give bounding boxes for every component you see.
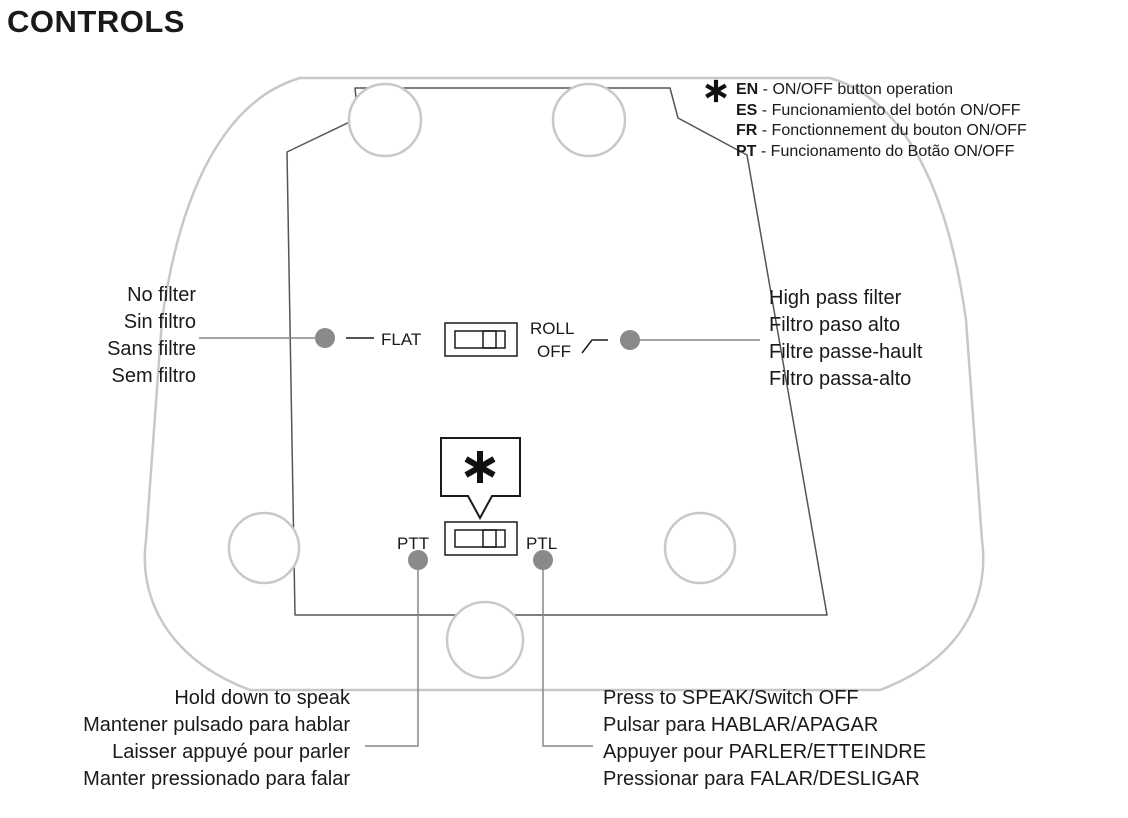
ptl-labels: Press to SPEAK/Switch OFF Pulsar para HA… <box>603 685 926 793</box>
ptl-dot <box>533 550 553 570</box>
device-outline <box>143 76 985 692</box>
ptt-leader <box>365 570 419 747</box>
label-line: Pulsar para HABLAR/APAGAR <box>603 714 879 736</box>
foot-top-right <box>551 82 627 158</box>
foot-left <box>227 511 301 585</box>
ptt-dot <box>408 550 428 570</box>
label-line: High pass filter <box>769 287 902 309</box>
legend-list: EN - ON/OFF button operation ES - Funcio… <box>736 80 1027 162</box>
foot-bottom <box>445 600 525 680</box>
label-line: Mantener pulsado para hablar <box>83 714 350 736</box>
label-line: No filter <box>127 284 196 306</box>
label-line: Laisser appuyé pour parler <box>112 741 350 763</box>
roll-off-mark <box>581 339 608 354</box>
label-line: Manter pressionado para falar <box>83 768 350 790</box>
off-label: OFF <box>537 342 571 361</box>
flat-label: FLAT <box>381 330 421 349</box>
talk-switch <box>444 521 518 556</box>
foot-top-left <box>347 82 423 158</box>
label-line: Filtro passa-alto <box>769 368 912 390</box>
label-line: Hold down to speak <box>174 687 350 709</box>
filter-switch <box>444 322 518 357</box>
label-line: Sans filtre <box>107 338 196 360</box>
asterisk-icon <box>705 79 727 103</box>
ptl-leader <box>542 570 593 747</box>
label-line: Sem filtro <box>111 365 196 387</box>
no-filter-labels: No filter Sin filtro Sans filtre Sem fil… <box>107 282 196 390</box>
label-line: Filtro paso alto <box>769 314 901 336</box>
legend-item: FR - Fonctionnement du bouton ON/OFF <box>736 122 1027 139</box>
label-line: Filtre passe-hault <box>769 341 923 363</box>
label-line: Pressionar para FALAR/DESLIGAR <box>603 768 920 790</box>
label-line: Sin filtro <box>123 311 196 333</box>
high-pass-dot <box>620 330 640 350</box>
ptt-label: PTT <box>397 534 429 553</box>
callout-asterisk-icon <box>464 451 496 483</box>
roll-label: ROLL <box>530 319 574 338</box>
ptl-label: PTL <box>526 534 557 553</box>
device-panel <box>286 87 828 616</box>
legend-item: PT - Funcionamento do Botão ON/OFF <box>736 142 1015 160</box>
legend-item: EN - ON/OFF button operation <box>736 81 953 98</box>
ptt-labels: Hold down to speak Mantener pulsado para… <box>83 685 350 793</box>
label-line: Press to SPEAK/Switch OFF <box>603 687 859 709</box>
high-pass-labels: High pass filter Filtro paso alto Filtre… <box>769 285 922 393</box>
foot-right <box>663 511 737 585</box>
label-line: Appuyer pour PARLER/ETTEINDRE <box>603 741 927 763</box>
no-filter-dot <box>315 328 335 348</box>
legend-item: ES - Funcionamiento del botón ON/OFF <box>736 101 1021 119</box>
page-title: CONTROLS <box>7 4 185 39</box>
